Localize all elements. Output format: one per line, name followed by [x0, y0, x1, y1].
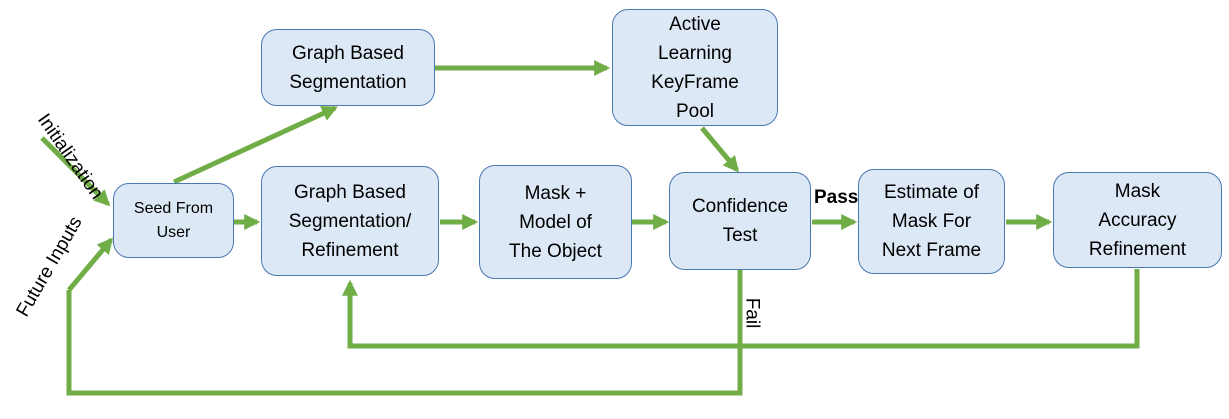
arrow-fail-loop [66, 268, 743, 396]
arrow-seed-to-graph-seg [172, 105, 338, 185]
active-learning-keyframe-pool-box: Active Learning KeyFrame Pool [612, 9, 778, 126]
arrow-initialization [40, 136, 111, 207]
estimate-mask-next-frame-box: Estimate of Mask For Next Frame [858, 169, 1005, 274]
arrow-future-inputs [67, 237, 114, 292]
graph-based-segmentation-box: Graph Based Segmentation [261, 29, 435, 106]
arrow-active-learning-to-confidence [700, 126, 740, 173]
seed-from-user-box: Seed From User [113, 183, 234, 258]
arrow-feedback-to-refinement [341, 269, 1140, 349]
confidence-test-box: Confidence Test [669, 172, 811, 270]
graph-based-segmentation-refinement-box: Graph Based Segmentation/ Refinement [261, 166, 439, 276]
mask-model-object-box: Mask + Model of The Object [479, 165, 632, 279]
mask-accuracy-refinement-box: Mask Accuracy Refinement [1053, 172, 1222, 268]
pass-label: Pass [814, 187, 859, 208]
fail-label: Fail [741, 297, 763, 329]
